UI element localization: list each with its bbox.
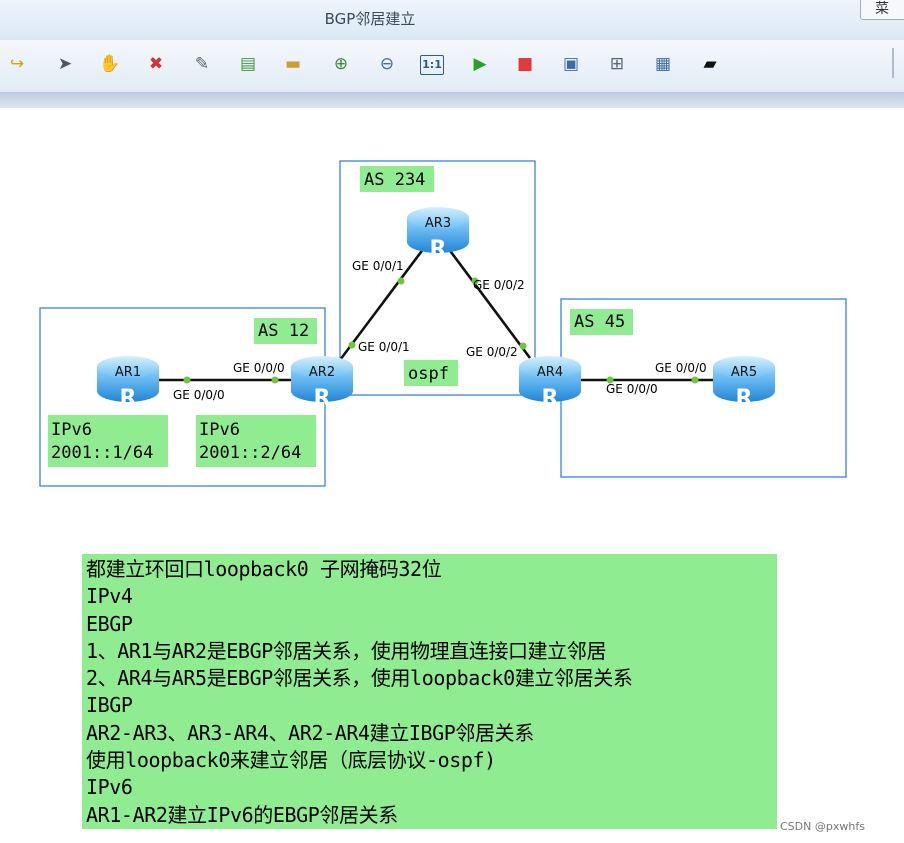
- select-pointer-icon[interactable]: ➤: [57, 54, 73, 74]
- toolbar-divider: [0, 92, 904, 108]
- if-ar4-ge000: GE 0/0/0: [606, 382, 658, 396]
- svg-text:R: R: [736, 386, 753, 411]
- router-ar4-name: AR4: [537, 365, 563, 380]
- capture-icon[interactable]: ▣: [562, 54, 580, 74]
- pan-hand-icon[interactable]: ✋: [99, 54, 121, 74]
- delete-connection-icon[interactable]: ✎: [194, 54, 210, 74]
- topology-canvas[interactable]: AS 234 AS 12 AS 45 ospf IPv6 2001::1/64 …: [0, 108, 904, 843]
- title-bar: BGP邻居建立 菜: [0, 0, 904, 40]
- if-ar2-ge001: GE 0/0/1: [358, 340, 410, 354]
- router-ar2-name: AR2: [309, 365, 335, 380]
- router-ar3[interactable]: R AR3: [407, 207, 469, 262]
- note-line: EBGP: [86, 611, 133, 636]
- toolbar-separator: [892, 48, 894, 78]
- menu-button[interactable]: 菜: [860, 0, 904, 20]
- window-title: BGP邻居建立: [324, 10, 416, 28]
- grid-icon[interactable]: ▦: [654, 54, 672, 74]
- stop-device-icon[interactable]: ■: [516, 54, 534, 74]
- ospf-label: ospf: [408, 364, 449, 384]
- if-ar4-ge002: GE 0/0/2: [466, 345, 518, 359]
- router-ar1-name: AR1: [115, 365, 141, 380]
- notes-text-box[interactable]: 都建立环回口loopback0 子网掩码32位 IPv4 EBGP 1、AR1与…: [82, 554, 777, 829]
- svg-text:R: R: [542, 386, 559, 411]
- as-label-45: AS 45: [574, 312, 625, 332]
- note-line: IPv4: [86, 584, 133, 609]
- note-line: AR2-AR3、AR3-AR4、AR2-AR4建立IBGP邻居关系: [86, 720, 534, 745]
- ar1-ipv6-title: IPv6: [51, 420, 92, 440]
- if-ar5-ge000: GE 0/0/0: [655, 361, 707, 375]
- svg-text:R: R: [120, 386, 137, 411]
- watermark: CSDN @pxwhfs: [780, 820, 865, 833]
- toolbar: ↪ ➤ ✋ ✖ ✎ ▤ ▬ ⊕ ⊖ 1:1 ▶ ■ ▣ ⊞ ▦ ▰: [0, 40, 904, 93]
- note-line: 使用loopback0来建立邻居（底层协议-ospf): [86, 748, 496, 773]
- if-ar3-ge001: GE 0/0/1: [352, 259, 404, 273]
- router-ar3-name: AR3: [425, 216, 451, 231]
- console-icon[interactable]: ▰: [703, 54, 717, 74]
- note-line: IPv6: [86, 775, 133, 800]
- router-ar5-name: AR5: [731, 365, 757, 380]
- as-label-234: AS 234: [364, 170, 425, 190]
- if-ar1-ge000: GE 0/0/0: [173, 388, 225, 402]
- as-label-12: AS 12: [258, 321, 309, 341]
- if-ar3-ge002: GE 0/0/2: [473, 278, 525, 292]
- router-ar4[interactable]: R AR4: [519, 356, 581, 411]
- ar1-ipv6-address: 2001::1/64: [51, 443, 153, 463]
- router-ar1[interactable]: R AR1: [97, 356, 159, 411]
- start-device-icon[interactable]: ▶: [473, 54, 487, 74]
- as-box-234: [339, 160, 536, 396]
- link-ar3-ar4: [446, 247, 532, 359]
- rectangle-icon[interactable]: ▬: [284, 54, 302, 74]
- note-line: AR1-AR2建立IPv6的EBGP邻居关系: [86, 802, 398, 827]
- ar2-ipv6-title: IPv6: [199, 420, 240, 440]
- router-ar2[interactable]: R AR2: [291, 356, 353, 411]
- svg-text:R: R: [430, 237, 447, 262]
- redo-icon[interactable]: ↪: [9, 54, 25, 74]
- text-note-icon[interactable]: ▤: [239, 54, 257, 74]
- note-line: IBGP: [86, 693, 133, 718]
- svg-text:R: R: [314, 386, 331, 411]
- zoom-in-icon[interactable]: ⊕: [333, 54, 349, 74]
- note-line: 都建立环回口loopback0 子网掩码32位: [86, 557, 442, 581]
- topology-diagram: AS 234 AS 12 AS 45 ospf IPv6 2001::1/64 …: [39, 160, 847, 487]
- fit-1to1-icon[interactable]: 1:1: [420, 55, 444, 75]
- topology-icon[interactable]: ⊞: [609, 54, 625, 74]
- note-line: 1、AR1与AR2是EBGP邻居关系，使用物理直连接口建立邻居: [86, 638, 607, 663]
- delete-icon[interactable]: ✖: [148, 54, 164, 74]
- note-line: 2、AR4与AR5是EBGP邻居关系，使用loopback0建立邻居关系: [86, 666, 633, 691]
- router-ar5[interactable]: R AR5: [713, 356, 775, 411]
- zoom-out-icon[interactable]: ⊖: [379, 54, 395, 74]
- if-ar2-ge000: GE 0/0/0: [233, 361, 285, 375]
- link-ar2-ar3: [338, 247, 426, 361]
- ar2-ipv6-address: 2001::2/64: [199, 443, 301, 463]
